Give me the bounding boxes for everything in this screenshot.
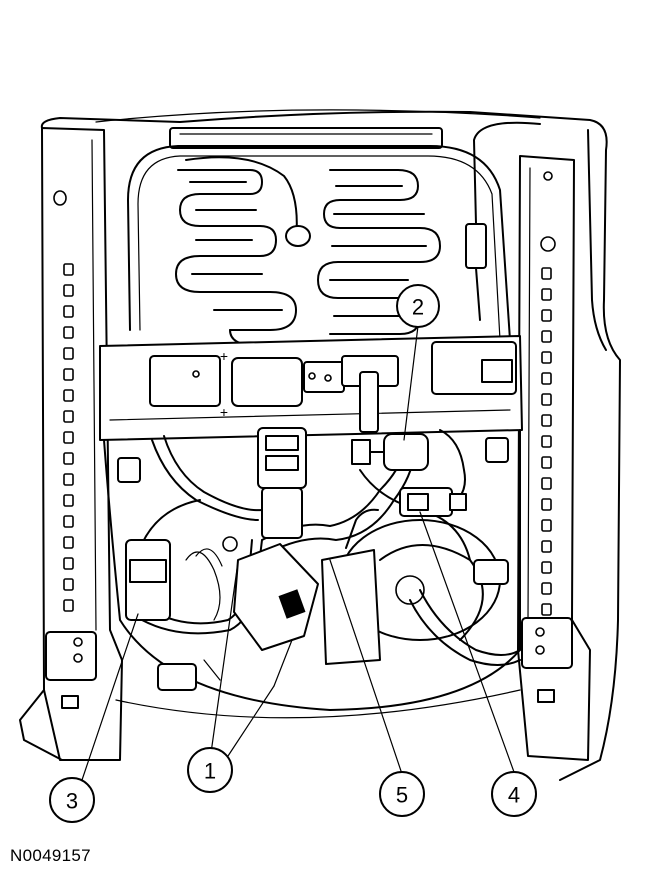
rail-slot: [63, 284, 74, 297]
rail-slot: [63, 599, 74, 612]
rail-slot: [63, 494, 74, 507]
left-side-rail: [19, 127, 123, 761]
rail-slot: [541, 519, 552, 532]
rail-slot: [541, 393, 552, 406]
rail-slot: [541, 603, 552, 616]
rail-slot: [63, 389, 74, 402]
rail-slot: [541, 540, 552, 553]
callout-1-label: 1: [204, 759, 216, 784]
callout-3-label: 3: [66, 789, 78, 814]
right-side-rail: [517, 155, 591, 761]
rail-slot: [541, 414, 552, 427]
leader-lines: [81, 325, 515, 781]
callout-4: 4: [491, 771, 537, 817]
rail-slot: [63, 368, 74, 381]
rail-slot: [541, 582, 552, 595]
cross-member-bracket: + +: [99, 335, 523, 441]
inner-frame-tube: [127, 145, 511, 341]
rail-slot: [63, 410, 74, 423]
rail-slot: [541, 330, 552, 343]
rail-slot: [63, 473, 74, 486]
rail-slot: [63, 305, 74, 318]
svg-text:+: +: [220, 348, 228, 364]
rail-slot: [63, 557, 74, 570]
rail-slot: [541, 561, 552, 574]
rail-slot: [541, 435, 552, 448]
rail-slot: [63, 347, 74, 360]
callout-1: 1: [187, 747, 233, 793]
callout-2-label: 2: [412, 295, 424, 320]
callout-2: 2: [396, 284, 440, 328]
rail-slot: [541, 309, 552, 322]
rail-slot: [63, 263, 74, 276]
rail-slot: [541, 372, 552, 385]
callout-5-label: 5: [396, 783, 408, 808]
callout-5: 5: [379, 771, 425, 817]
rail-slot: [63, 452, 74, 465]
rail-slot: [541, 288, 552, 301]
rail-slot: [541, 477, 552, 490]
seat-components: [125, 121, 541, 691]
rail-slot: [541, 456, 552, 469]
figure-id-label: N0049157: [10, 846, 91, 865]
top-rod: [169, 127, 443, 149]
rail-slot: [63, 578, 74, 591]
rail-slot: [541, 351, 552, 364]
rail-slot: [63, 431, 74, 444]
rail-slot: [63, 536, 74, 549]
seat-back-outline: [40, 109, 621, 781]
svg-text:+: +: [220, 404, 228, 420]
rail-slot: [63, 326, 74, 339]
rail-slot: [541, 267, 552, 280]
callout-3: 3: [49, 777, 95, 823]
rail-slot: [63, 515, 74, 528]
callout-4-label: 4: [508, 783, 520, 808]
rail-slot: [541, 498, 552, 511]
